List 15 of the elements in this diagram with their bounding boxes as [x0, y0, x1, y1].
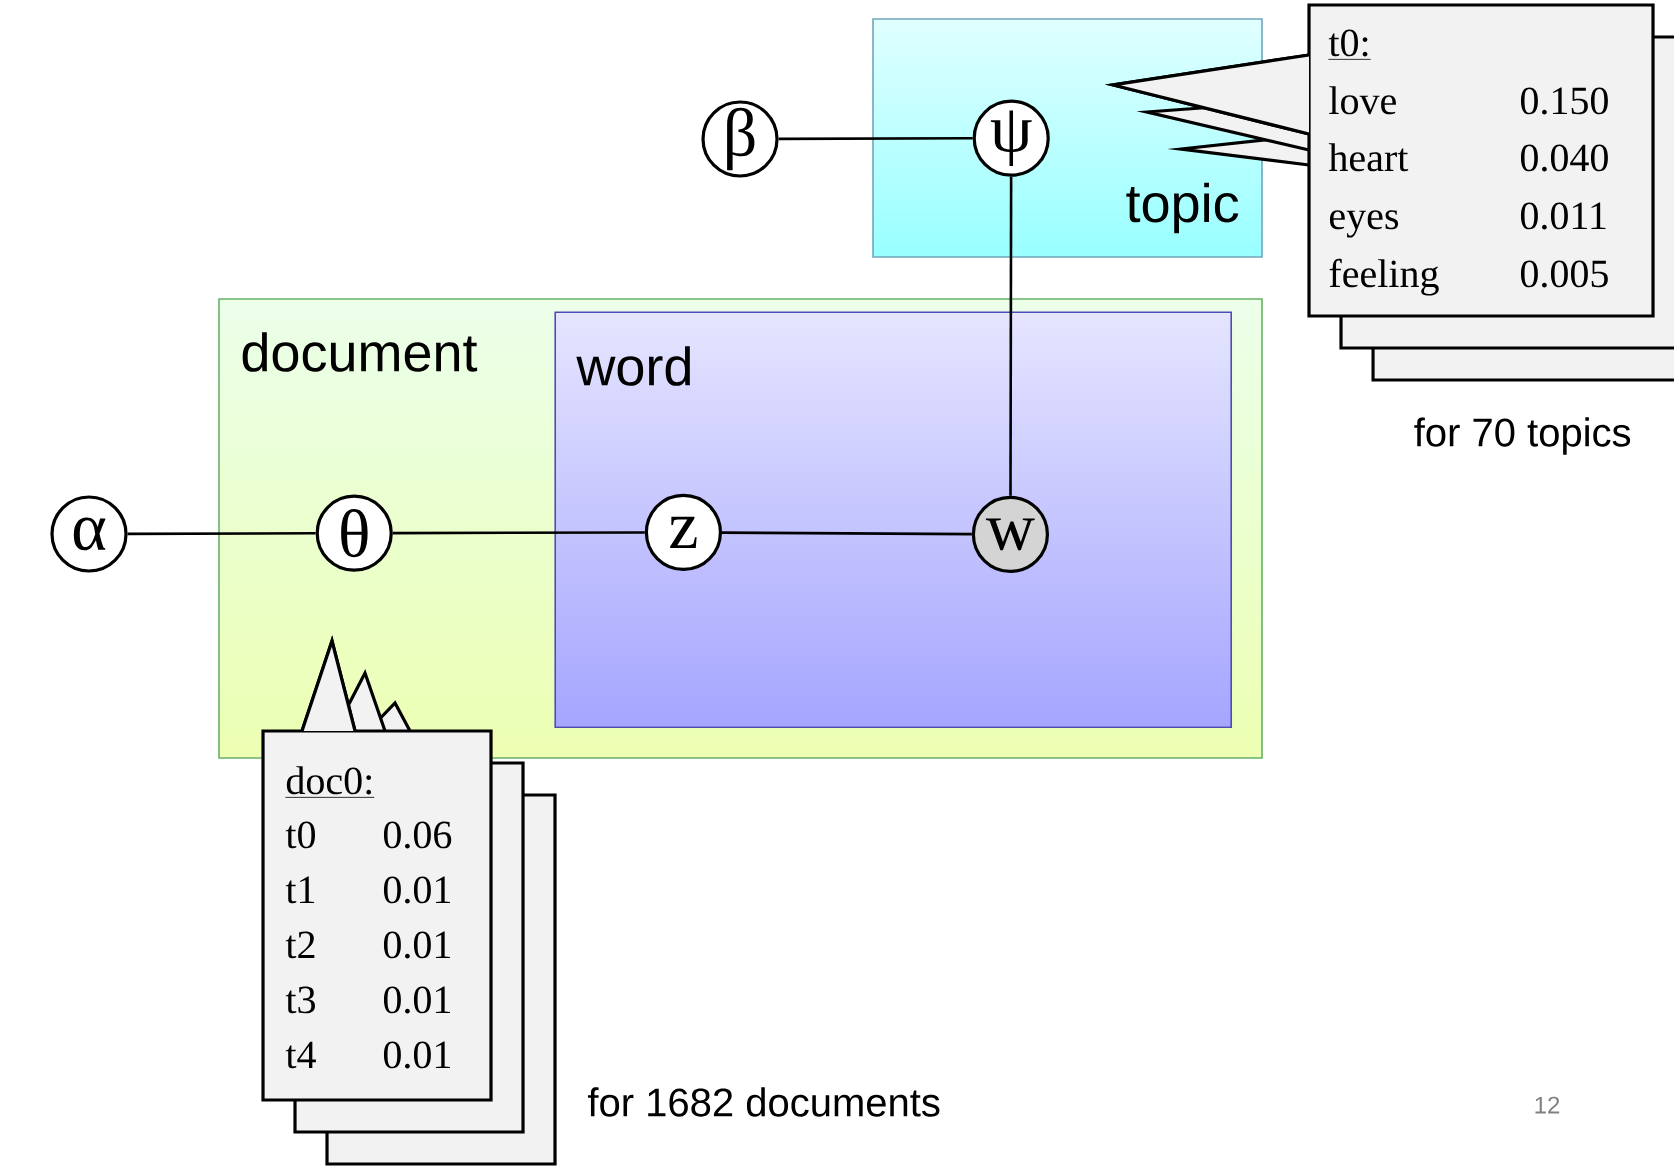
node-label: t4 [285, 1041, 316, 1069]
node-label: t2 [285, 931, 315, 959]
node-label: for 1682 documents [588, 1087, 940, 1117]
node-label: t0 [285, 821, 316, 849]
node-label: t1 [285, 876, 315, 904]
connector-line [722, 531, 972, 536]
connector-line [778, 137, 973, 141]
connector-line [127, 532, 316, 536]
node-label: t3 [285, 986, 315, 1014]
page-number: 12 [1535, 1096, 1560, 1114]
node-label: for 70 topics [1414, 417, 1631, 455]
node-label: doc0: [286, 766, 372, 795]
callout-box: doc0: t0 0.06 t1 0.01 t2 0.01 t3 0.01 t4 0.01 [261, 635, 557, 1166]
connector-line [392, 531, 645, 535]
connector-line [1009, 176, 1013, 496]
